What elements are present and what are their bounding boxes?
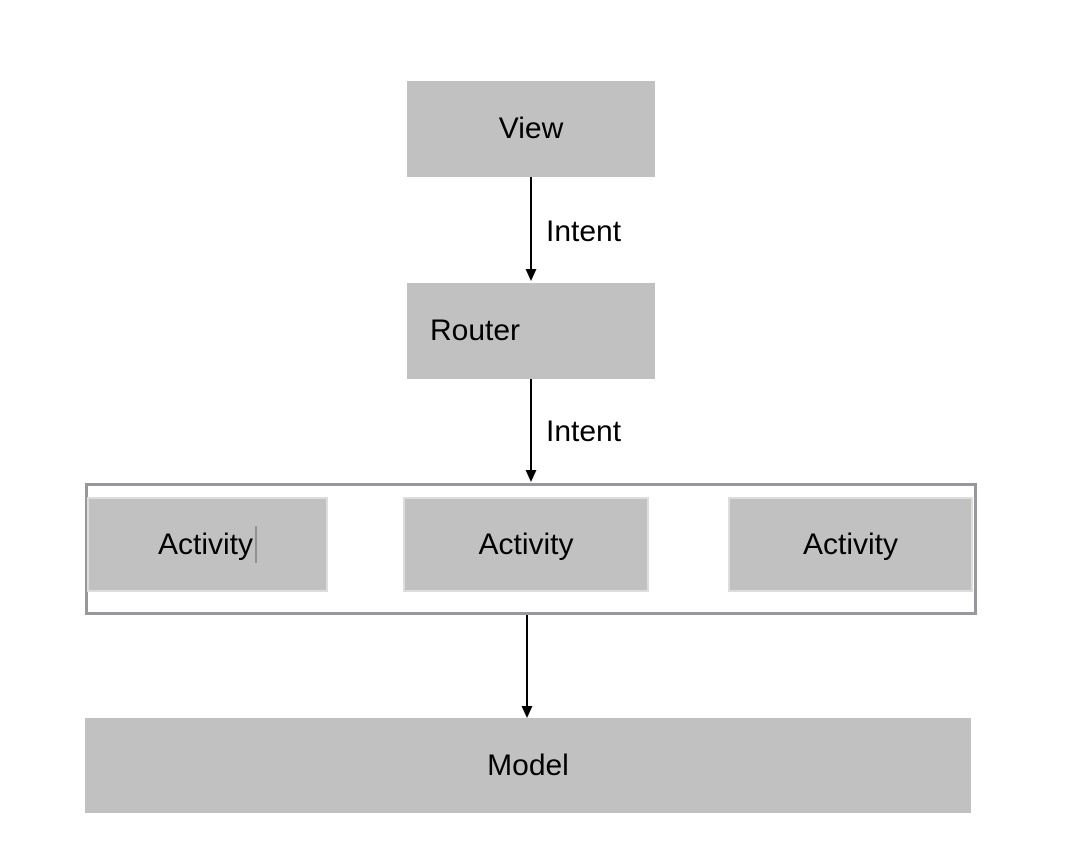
view-node-label: View: [498, 112, 564, 145]
activity-node-3[interactable]: Activity: [728, 497, 973, 592]
intent-label-router-activities: Intent: [546, 415, 622, 448]
model-node[interactable]: Model: [85, 718, 971, 813]
activity-node-3-label: Activity: [802, 527, 898, 561]
activity-node-2[interactable]: Activity: [403, 497, 649, 592]
model-node-label: Model: [487, 748, 569, 782]
intent-label-view-router: Intent: [546, 215, 622, 248]
activity-node-2-label: Activity: [478, 527, 574, 561]
text-edit-caret: [255, 526, 257, 563]
view-node[interactable]: View: [407, 81, 655, 177]
arrow-down-router-to-activities: [525, 379, 537, 482]
arrow-down-view-to-router: [525, 177, 537, 281]
arrow-down-activities-to-model: [521, 615, 533, 718]
activity-node-1-label: Activity: [157, 527, 253, 561]
router-node[interactable]: Router: [407, 283, 655, 379]
router-node-label: Router: [430, 314, 521, 347]
activity-node-1[interactable]: Activity: [87, 497, 328, 592]
